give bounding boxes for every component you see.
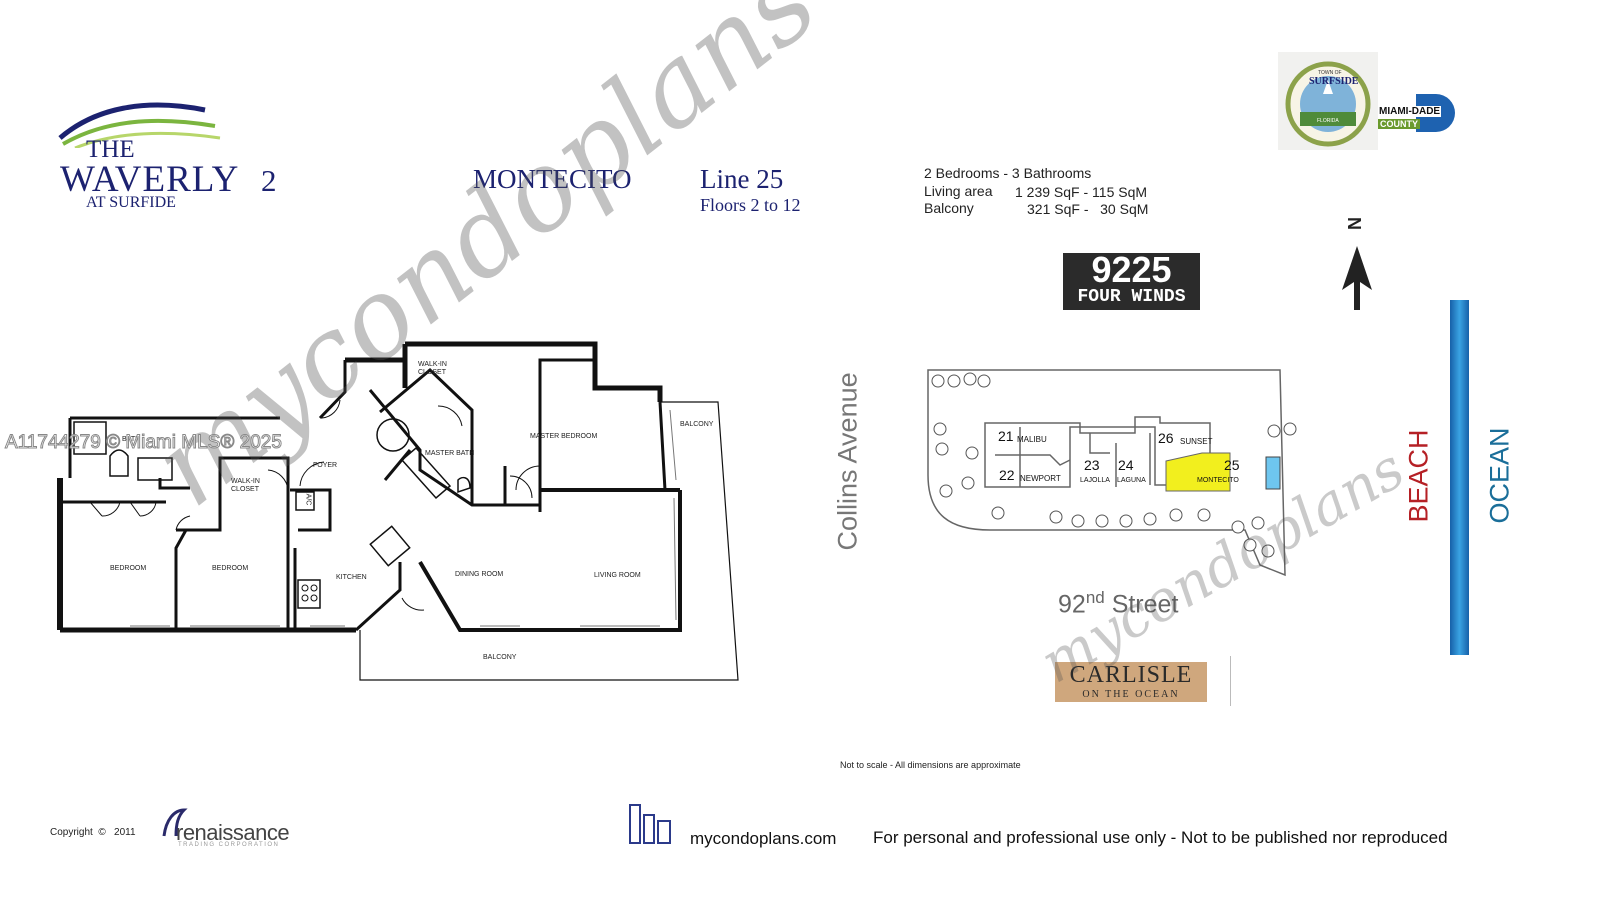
ocean-label: OCEAN — [1484, 427, 1515, 524]
brand-waverly: WAVERLY — [60, 159, 240, 200]
site-unit-26-name: SUNSET — [1180, 437, 1213, 446]
room-kitchen: KITCHEN — [336, 574, 367, 581]
site-unit-22-num: 22 — [999, 467, 1015, 483]
specs-balcony-value: 321 SqF - 30 SqM — [1027, 201, 1149, 217]
room-walk-in-closet-top: WALK-IN CLOSET — [418, 361, 447, 376]
room-bedroom-2: BEDROOM — [212, 565, 249, 572]
renaissance-logo: renaissance — [176, 820, 290, 845]
brand-the: THE — [86, 136, 135, 163]
site-unit-25-num: 25 — [1224, 457, 1240, 473]
room-living-room: LIVING ROOM — [594, 572, 641, 579]
site-unit-24-num: 24 — [1118, 457, 1134, 473]
renaissance-icon — [162, 808, 188, 837]
brand-at-surfide: AT SURFIDE — [86, 194, 176, 211]
site-unit-23-name: LAJOLLA — [1080, 477, 1110, 484]
four-winds-sign: 9225 FOUR WINDS — [1063, 249, 1200, 310]
site-unit-24-name: LAGUNA — [1117, 477, 1146, 484]
room-ac: A/C — [304, 493, 312, 506]
specs-balcony-label: Balcony — [924, 200, 974, 216]
watermark-mls: A11744279 © Miami MLS® 2025 — [5, 432, 283, 454]
ocean-strip — [1450, 300, 1469, 655]
room-bedroom-1: BEDROOM — [110, 565, 147, 572]
street-label: 92nd Street — [1058, 588, 1179, 619]
floor-plan — [57, 341, 739, 681]
room-balcony-right: BALCONY — [680, 421, 714, 428]
mycondoplans-logo-icon — [629, 804, 671, 844]
specs-bedrooms: 2 Bedrooms - 3 Bathrooms — [924, 165, 1092, 181]
miami-dade-logo: MIAMI-DADE COUNTY — [1378, 94, 1458, 132]
specs-living-label: Living area — [924, 183, 993, 199]
unit-line: Line 25 — [700, 164, 784, 194]
footer-disclaimer: For personal and professional use only -… — [873, 828, 1448, 847]
specs-living-value: 1 239 SqF - 115 SqM — [1015, 184, 1148, 200]
brand-number: 2 — [261, 163, 277, 198]
divider — [1230, 656, 1231, 706]
site-plan-map — [927, 369, 1297, 577]
site-unit-25-name: MONTECITO — [1197, 477, 1239, 484]
room-master-bath: MASTER BATH — [425, 450, 475, 457]
collins-avenue-label: Collins Avenue — [832, 372, 863, 551]
room-dining-room: DINING ROOM — [455, 571, 504, 578]
room-bath: BATH — [122, 436, 141, 443]
waverly-waves-logo — [58, 102, 221, 148]
copyright: Copyright © 2011 — [50, 827, 136, 838]
room-foyer: FOYER — [313, 462, 338, 469]
footer-site: mycondoplans.com — [690, 829, 837, 848]
unit-floors: Floors 2 to 12 — [700, 195, 801, 215]
site-unit-26-num: 26 — [1158, 430, 1174, 446]
room-walk-in-closet-left: WALK-IN CLOSET — [231, 478, 260, 493]
unit-model: MONTECITO — [473, 164, 632, 194]
room-balcony-bottom: BALCONY — [483, 654, 517, 661]
site-unit-23-num: 23 — [1084, 457, 1100, 473]
site-unit-22-name: NEWPORT — [1020, 474, 1061, 483]
beach-label: BEACH — [1403, 429, 1434, 523]
surfside-seal: TOWN OF SURFSIDE FLORIDA — [1278, 52, 1378, 150]
site-unit-21-num: 21 — [998, 428, 1014, 444]
scale-note: Not to scale - All dimensions are approx… — [840, 760, 1021, 770]
site-unit-21-name: MALIBU — [1017, 435, 1047, 444]
north-arrow-icon — [1342, 246, 1372, 310]
room-master-bedroom: MASTER BEDROOM — [530, 433, 598, 440]
north-label: N — [1344, 217, 1364, 230]
renaissance-sub: TRADING CORPORATION — [178, 842, 280, 848]
carlisle-logo: CARLISLE ON THE OCEAN — [1055, 662, 1207, 702]
